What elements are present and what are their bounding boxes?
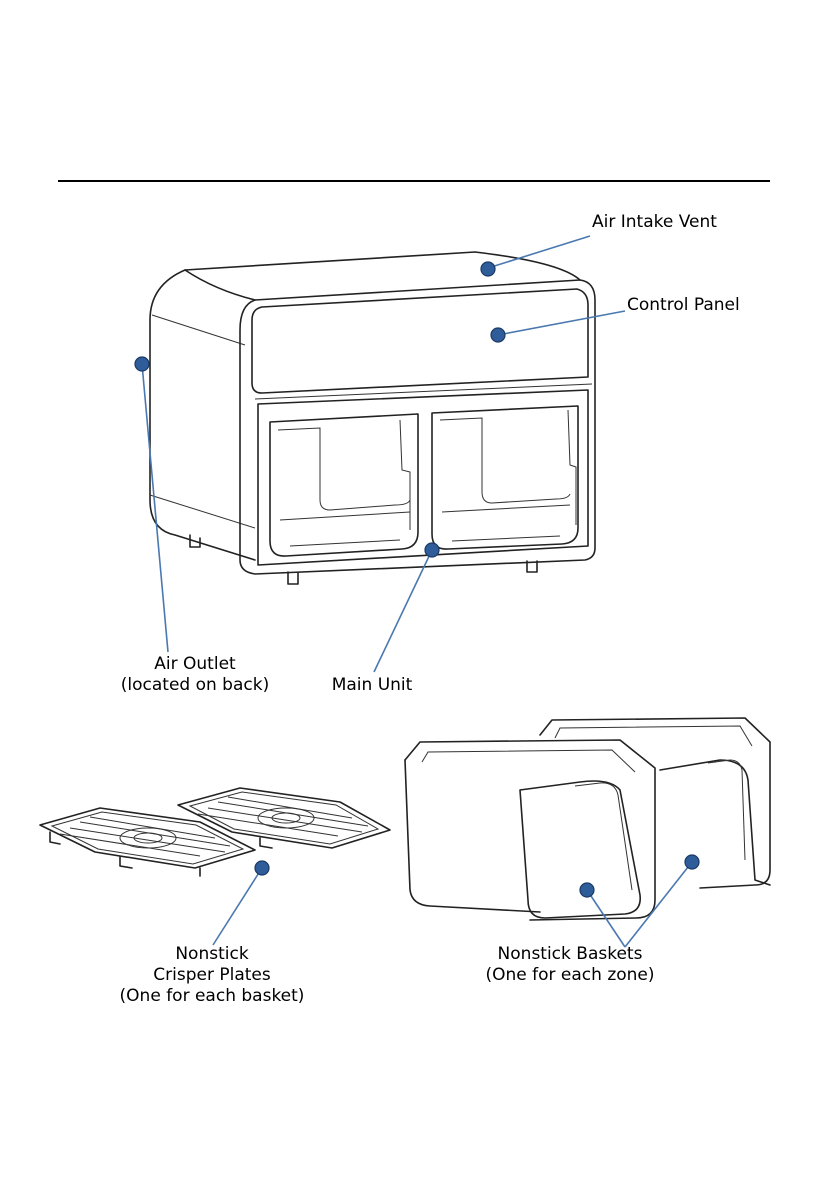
crisper-plates-label: Nonstick Crisper Plates (One for each ba… <box>104 944 320 1007</box>
callout-leaders <box>142 236 692 947</box>
air-intake-vent-label: Air Intake Vent <box>592 212 717 233</box>
crisper-plates-drawing <box>40 788 390 876</box>
air-outlet-dot <box>135 357 149 371</box>
control-panel-leader <box>498 311 625 335</box>
main-unit-dot <box>425 543 439 557</box>
crisper-plates-leader <box>213 868 262 945</box>
nonstick-baskets-label: Nonstick Baskets (One for each zone) <box>470 944 670 986</box>
main-unit-label: Main Unit <box>326 675 418 696</box>
control-panel-dot <box>491 328 505 342</box>
air-outlet-leader <box>142 364 168 652</box>
baskets-leader-back <box>625 862 692 947</box>
air-outlet-label: Air Outlet (located on back) <box>106 654 284 696</box>
basket-back-dot <box>685 855 699 869</box>
air-intake-dot <box>481 262 495 276</box>
main-unit-drawing <box>150 252 595 584</box>
basket-front-dot <box>580 883 594 897</box>
control-panel-label: Control Panel <box>627 295 740 316</box>
crisper-plates-dot <box>255 861 269 875</box>
